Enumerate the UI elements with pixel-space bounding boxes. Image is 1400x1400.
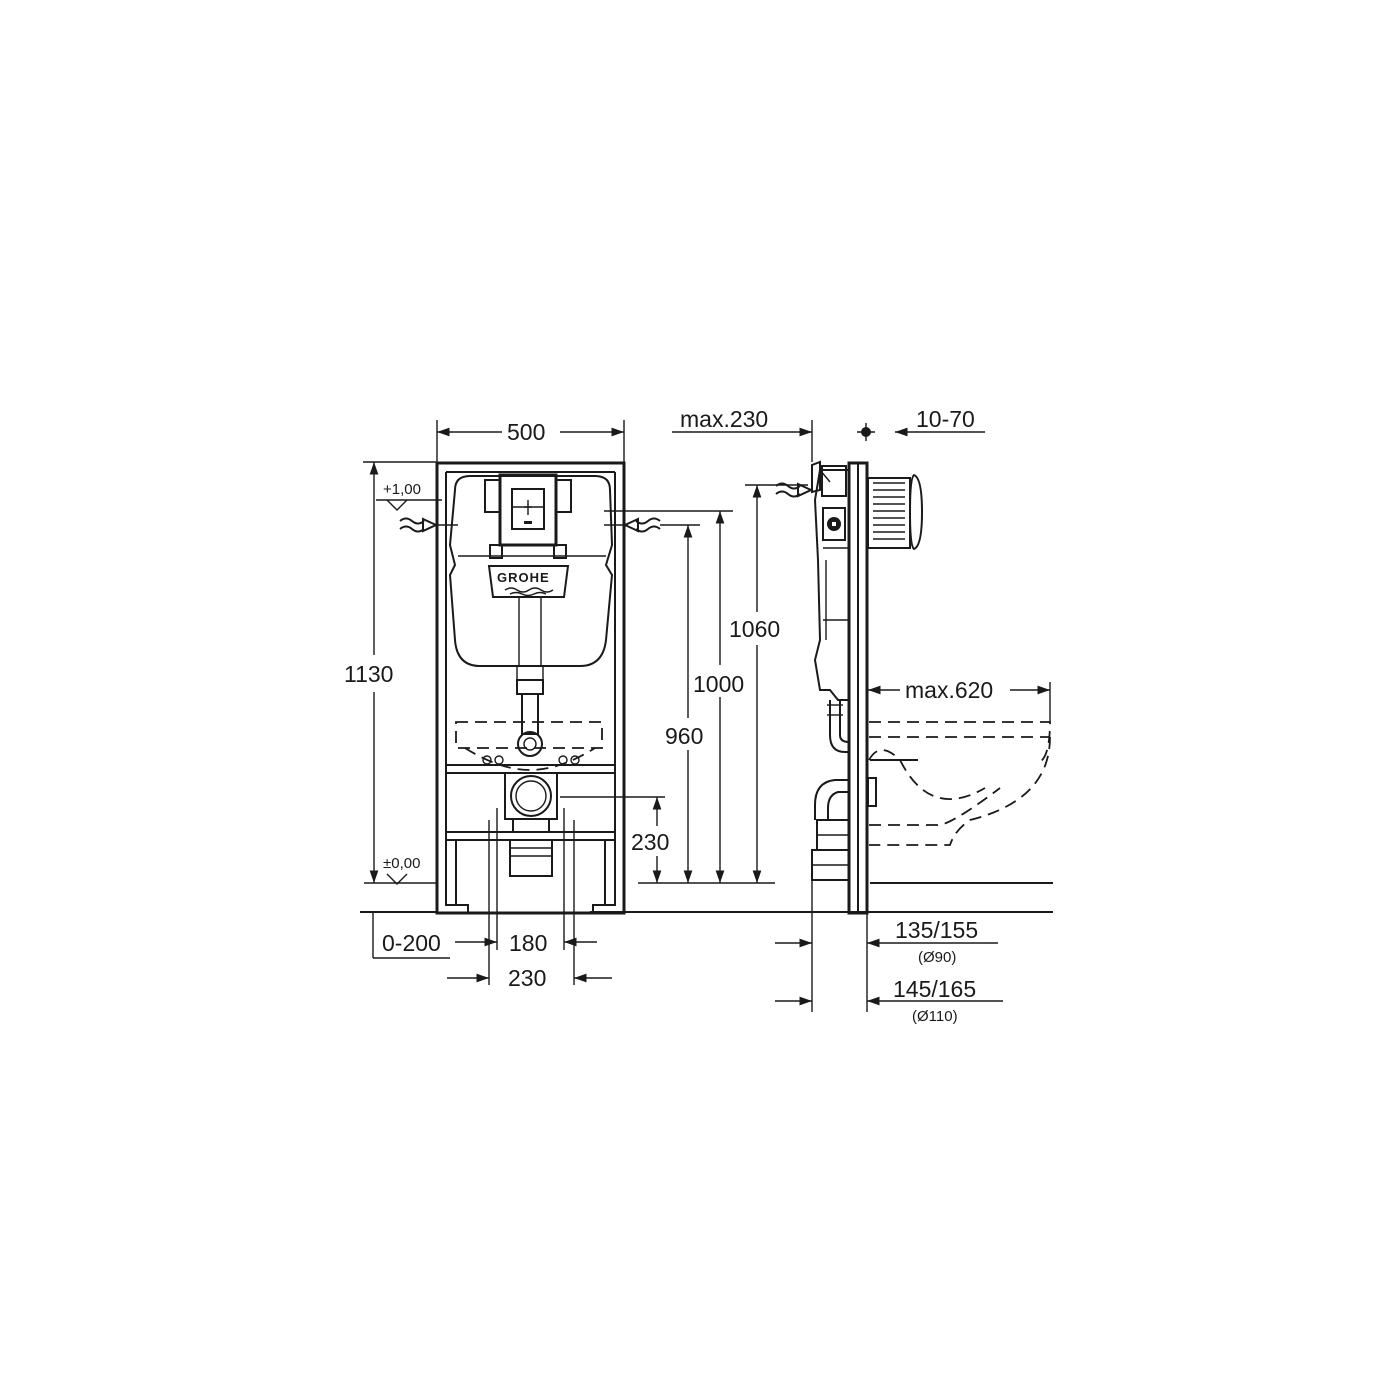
side-drain-bend (811, 777, 877, 881)
dimension-spacing: 180 230 (447, 808, 612, 991)
dimension-width: 500 (436, 419, 625, 462)
dimension-1000-label: 1000 (693, 671, 744, 697)
pipe-110-diameter-label: (Ø110) (912, 1008, 958, 1025)
floor-lines (360, 882, 1053, 913)
front-view: GROHE (344, 419, 808, 991)
frame (435, 461, 626, 915)
dimension-total-height-label: 1130 (344, 661, 393, 687)
water-inlet-icon (604, 517, 661, 533)
dimension-1060-label: 1060 (729, 616, 780, 642)
dimension-max-depth: max.230 (672, 406, 813, 462)
water-inlet-icon (775, 482, 814, 498)
outlet-bend (504, 772, 558, 877)
actuator-plate (867, 473, 924, 551)
dimension-outlet-height-label: 230 (631, 829, 669, 855)
side-flush-pipe (827, 700, 850, 753)
flush-pipe (516, 666, 544, 757)
dimension-adjust: 0-200 (360, 911, 497, 959)
level-top-marker: +1,00 (376, 481, 442, 511)
wc-bowl-outline (868, 721, 1051, 846)
cistern: GROHE (448, 473, 614, 667)
dimension-bowl-projection: max.620 (868, 677, 1051, 722)
dimension-bowl-projection-label: max.620 (905, 677, 993, 703)
dimension-spacing-180-label: 180 (509, 930, 547, 956)
dimension-1000: 1000 (693, 511, 744, 883)
fixing-bolts (482, 755, 580, 765)
dimension-max-depth-label: max.230 (680, 406, 768, 432)
side-cistern (811, 460, 850, 701)
dimension-spacing-230-label: 230 (508, 965, 546, 991)
bowl-outline-front (455, 721, 603, 771)
level-floor-marker: ±0,00 (364, 855, 438, 885)
pipe-90-diameter-label: (Ø90) (918, 949, 956, 966)
dimension-pipe-offsets: 135/155 (Ø90) 145/165 (Ø110) (775, 880, 1003, 1025)
dimension-outlet-height: 230 (631, 797, 669, 883)
side-view: max.230 10-70 max.620 135/155 (Ø90) (672, 406, 1051, 1025)
level-floor-label: ±0,00 (383, 855, 420, 872)
dimension-960: 960 (665, 525, 703, 883)
dimension-width-label: 500 (507, 419, 545, 445)
dimension-plate-offset: 10-70 (857, 406, 985, 441)
level-top-label: +1,00 (383, 481, 421, 498)
pipe-90-label: 135/155 (895, 917, 978, 943)
pipe-110-label: 145/165 (893, 976, 976, 1002)
water-inlet-icon (399, 517, 458, 533)
dimension-adjust-label: 0-200 (382, 930, 441, 956)
dimension-plate-offset-label: 10-70 (916, 406, 975, 432)
brand-logo-text: GROHE (497, 570, 550, 585)
dimension-total-height: 1130 (344, 461, 436, 883)
side-frame (847, 461, 869, 915)
dimension-960-label: 960 (665, 723, 703, 749)
